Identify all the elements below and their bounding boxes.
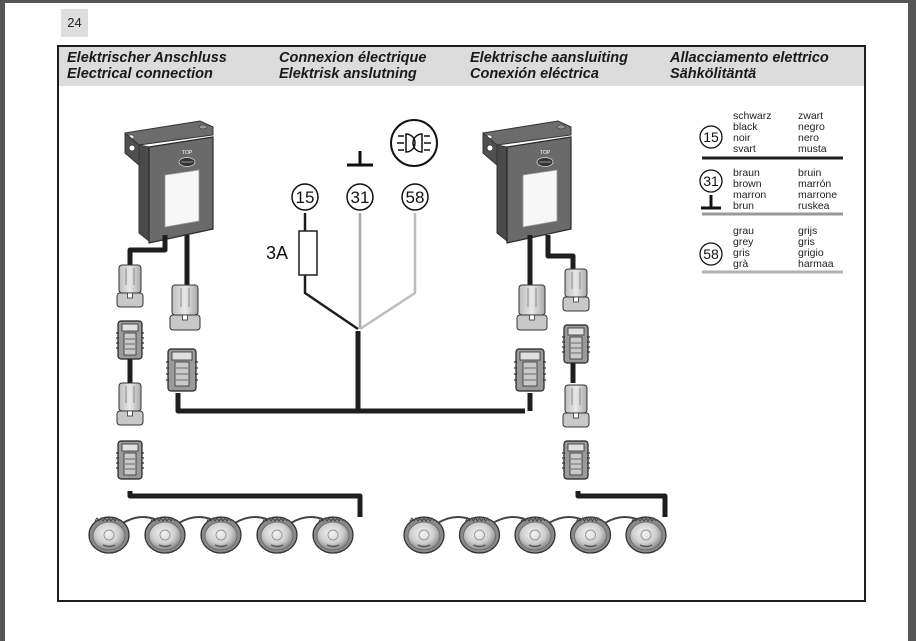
svg-text:grigio: grigio [798, 247, 824, 259]
connector-female-right-1 [561, 324, 591, 364]
terminal-31: 31 [346, 183, 374, 211]
svg-text:zwart: zwart [798, 110, 823, 122]
connector-male3-left [169, 284, 201, 331]
svg-text:noir: noir [733, 132, 751, 144]
section-header: Elektrischer Anschluss Electrical connec… [59, 47, 864, 86]
svg-text:58: 58 [406, 188, 425, 207]
terminal-15: 15 [291, 183, 319, 211]
svg-text:grey: grey [733, 236, 754, 248]
connector-male-left-2 [116, 382, 144, 426]
right-lamp-2 [458, 516, 501, 554]
legend-entry-58: 58 grau grey gris grà grijs gris grigio … [699, 225, 843, 274]
right-lamp-4 [569, 516, 612, 554]
right-harness-wires [527, 235, 668, 517]
header-title-spanish: Conexión eléctrica [470, 66, 599, 82]
terminal-58: 58 [401, 183, 429, 211]
header-title-dutch: Elektrische aansluiting [470, 50, 628, 66]
header-title-swedish: Elektrisk anslutning [279, 66, 417, 82]
left-lamp-2 [144, 516, 186, 554]
header-title-french: Connexion électrique [279, 50, 427, 66]
left-lamp-4 [256, 516, 298, 554]
left-lamp-1 [88, 516, 130, 554]
header-col-it-fi: Allacciamento elettrico Sähkölitäntä [670, 50, 829, 82]
svg-text:braun: braun [733, 167, 760, 179]
connector-male-left-1 [116, 264, 144, 308]
svg-text:svart: svart [733, 143, 756, 155]
connector-female-right-2 [561, 440, 591, 480]
svg-text:brown: brown [733, 178, 762, 190]
right-lamp-5 [625, 516, 667, 554]
svg-text:schwarz: schwarz [733, 110, 772, 122]
wire-terminal-58 [359, 213, 417, 331]
svg-text:gris: gris [798, 236, 815, 248]
svg-text:harmaa: harmaa [798, 258, 834, 270]
right-lamp-group [403, 516, 667, 554]
svg-text:marron: marron [733, 189, 766, 201]
header-title-english: Electrical connection [67, 66, 213, 82]
svg-text:grijs: grijs [798, 225, 817, 237]
parking-light-icon [390, 119, 438, 167]
left-lamp-5 [312, 516, 354, 554]
wire-color-legend: 15 schwarz black noir svart zwart negro … [699, 110, 843, 274]
svg-text:58: 58 [703, 246, 719, 262]
right-lamp-chain [437, 516, 646, 524]
legend-entry-31: 31 braun brown marron brun bruin marrón … [699, 167, 843, 216]
connector-female-left-1 [115, 320, 145, 360]
left-lamp-chain [122, 516, 332, 524]
legend-ground-icon [701, 195, 721, 210]
header-title-german: Elektrischer Anschluss [67, 50, 227, 66]
svg-text:grà: grà [733, 258, 748, 270]
window-edge-right [908, 0, 916, 641]
wiring-diagram: TOP [88, 110, 843, 554]
fuse: 3A [266, 230, 318, 276]
connector-male3-right [516, 284, 548, 331]
svg-text:marrón: marrón [798, 178, 831, 190]
right-lamp-3 [514, 516, 556, 554]
svg-text:31: 31 [351, 188, 370, 207]
ground-icon [347, 151, 373, 167]
left-lamp-3 [200, 516, 242, 554]
header-col-fr-sv: Connexion électrique Elektrisk anslutnin… [279, 50, 426, 82]
svg-text:bruin: bruin [798, 167, 822, 179]
control-unit-left [124, 120, 214, 244]
header-title-italian: Allacciamento elettrico [670, 50, 829, 66]
right-lamp-1 [403, 516, 445, 554]
svg-text:musta: musta [798, 143, 827, 155]
connector-female-left-2 [115, 440, 145, 480]
svg-text:15: 15 [703, 129, 719, 145]
fuse-rating: 3A [266, 243, 288, 263]
wiring-diagram-frame: Elektrischer Anschluss Electrical connec… [57, 45, 866, 602]
legend-entry-15: 15 schwarz black noir svart zwart negro … [699, 110, 843, 160]
header-title-finnish: Sähkölitäntä [670, 66, 757, 82]
svg-text:negro: negro [798, 121, 825, 133]
connector-male-right-2 [562, 384, 590, 428]
svg-text:nero: nero [798, 132, 819, 144]
svg-text:gris: gris [733, 247, 750, 259]
page-number: 24 [61, 9, 88, 37]
svg-text:grau: grau [733, 225, 754, 237]
left-lamp-group [88, 516, 354, 554]
document-page: 24 Elektrischer Anschluss Electrical con… [5, 3, 908, 641]
svg-text:marrone: marrone [798, 189, 837, 201]
connector-female3-left [165, 348, 199, 392]
connector-male-right-1 [562, 268, 590, 312]
connector-female3-right [513, 348, 547, 392]
center-trunk [303, 213, 417, 411]
header-col-de-en: Elektrischer Anschluss Electrical connec… [67, 50, 227, 82]
svg-text:black: black [733, 121, 758, 133]
svg-text:ruskea: ruskea [798, 200, 830, 212]
control-unit-right [482, 120, 572, 244]
svg-text:brun: brun [733, 200, 754, 212]
header-col-nl-es: Elektrische aansluiting Conexión eléctri… [470, 50, 628, 82]
svg-text:31: 31 [703, 173, 719, 189]
svg-text:15: 15 [296, 188, 315, 207]
